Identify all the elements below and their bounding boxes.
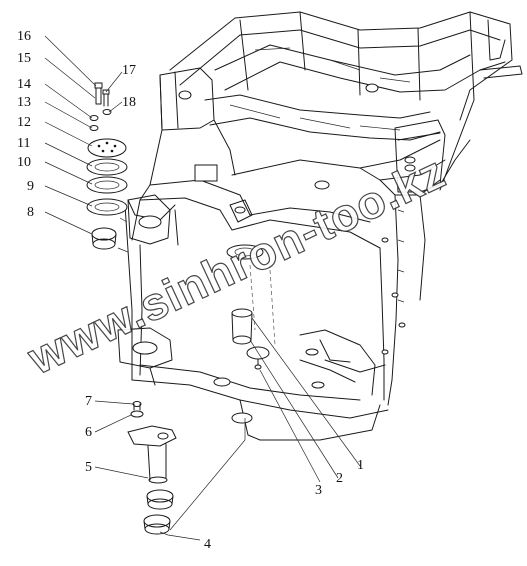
upper-kingpin-stack bbox=[86, 82, 171, 250]
callout-1: 1 bbox=[357, 458, 364, 473]
callout-10: 10 bbox=[17, 155, 31, 170]
callout-7: 7 bbox=[85, 394, 92, 409]
lower-kingpin-stack bbox=[127, 401, 177, 535]
callout-12: 12 bbox=[17, 115, 31, 130]
callout-18: 18 bbox=[122, 95, 136, 110]
center-pin-assembly bbox=[231, 308, 270, 370]
callout-9: 9 bbox=[27, 179, 34, 194]
callout-16: 16 bbox=[17, 29, 31, 44]
leader-lines bbox=[44, 35, 361, 541]
callout-6: 6 bbox=[85, 425, 92, 440]
callout-5: 5 bbox=[85, 460, 92, 475]
callout-11: 11 bbox=[17, 136, 30, 151]
callout-2: 2 bbox=[336, 471, 343, 486]
callout-14: 14 bbox=[17, 77, 31, 92]
callout-13: 13 bbox=[17, 95, 31, 110]
callout-3: 3 bbox=[315, 483, 322, 498]
callout-numbers: 16 15 14 13 12 11 10 9 8 17 18 7 6 5 4 3… bbox=[17, 29, 364, 552]
watermark-text: www.sinhron-too.kz bbox=[19, 145, 453, 384]
callout-4: 4 bbox=[204, 537, 211, 552]
callout-8: 8 bbox=[27, 205, 34, 220]
central-frame-body bbox=[117, 119, 471, 441]
callout-17: 17 bbox=[122, 63, 136, 78]
rear-frame-rails bbox=[169, 11, 523, 191]
callout-15: 15 bbox=[17, 51, 31, 66]
